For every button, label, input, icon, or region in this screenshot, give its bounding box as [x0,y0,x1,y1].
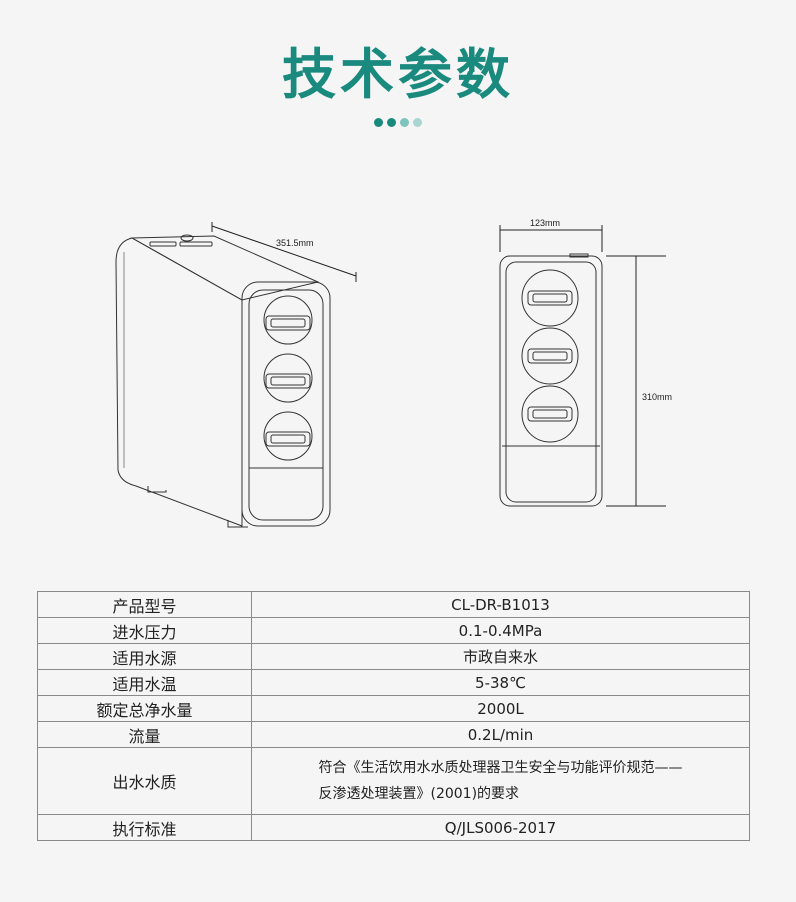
spec-label: 出水水质 [37,747,252,815]
dot-3 [400,118,409,127]
perspective-view [115,222,357,528]
spec-row-capacity: 额定总净水量 2000L [37,695,750,722]
spec-row-temperature: 适用水温 5-38℃ [37,669,750,696]
spec-label: 执行标准 [37,814,252,841]
width-dimension-label: 123mm [530,218,561,228]
page-title: 技术参数 [282,43,514,106]
product-line-drawing [115,222,666,528]
filter-cartridge-2 [263,353,313,403]
spec-row-flow: 流量 0.2L/min [37,721,750,748]
front-filter-3 [521,385,579,443]
spec-value: 市政自来水 [251,643,750,670]
spec-label: 额定总净水量 [37,695,252,722]
dot-4 [413,118,422,127]
spec-row-source: 适用水源 市政自来水 [37,643,750,670]
spec-value: 0.1-0.4MPa [251,617,750,644]
dot-2 [387,118,396,127]
spec-value: 符合《生活饮用水水质处理器卫生安全与功能评价规范—— 反渗透处理装置》(2001… [251,747,750,815]
filter-cartridge-3 [263,411,313,461]
spec-value: 2000L [251,695,750,722]
spec-label: 进水压力 [37,617,252,644]
spec-value: 0.2L/min [251,721,750,748]
spec-label: 产品型号 [37,591,252,618]
spec-value: 5-38℃ [251,669,750,696]
height-dimension-label: 310mm [642,392,673,402]
spec-value: CL-DR-B1013 [251,591,750,618]
spec-row-pressure: 进水压力 0.1-0.4MPa [37,617,750,644]
front-filter-2 [521,327,579,385]
spec-row-standard: 执行标准 Q/JLS006-2017 [37,814,750,841]
filter-cartridge-1 [263,295,313,345]
water-quality-text: 符合《生活饮用水水质处理器卫生安全与功能评价规范—— 反渗透处理装置》(2001… [319,755,683,807]
spec-row-model: 产品型号 CL-DR-B1013 [37,591,750,618]
decorative-dots [0,118,796,127]
dot-1 [374,118,383,127]
spec-label: 流量 [37,721,252,748]
spec-label: 适用水源 [37,643,252,670]
front-view [499,225,666,507]
spec-table: 产品型号 CL-DR-B1013 进水压力 0.1-0.4MPa 适用水源 市政… [37,591,750,841]
spec-label: 适用水温 [37,669,252,696]
spec-row-water-quality: 出水水质 符合《生活饮用水水质处理器卫生安全与功能评价规范—— 反渗透处理装置》… [37,747,750,815]
spec-value: Q/JLS006-2017 [251,814,750,841]
water-quality-line-1: 符合《生活饮用水水质处理器卫生安全与功能评价规范—— [318,760,683,776]
front-filter-1 [521,269,579,327]
water-quality-line-2: 反渗透处理装置》(2001)的要求 [318,786,520,802]
length-dimension-label: 351.5mm [276,238,314,248]
